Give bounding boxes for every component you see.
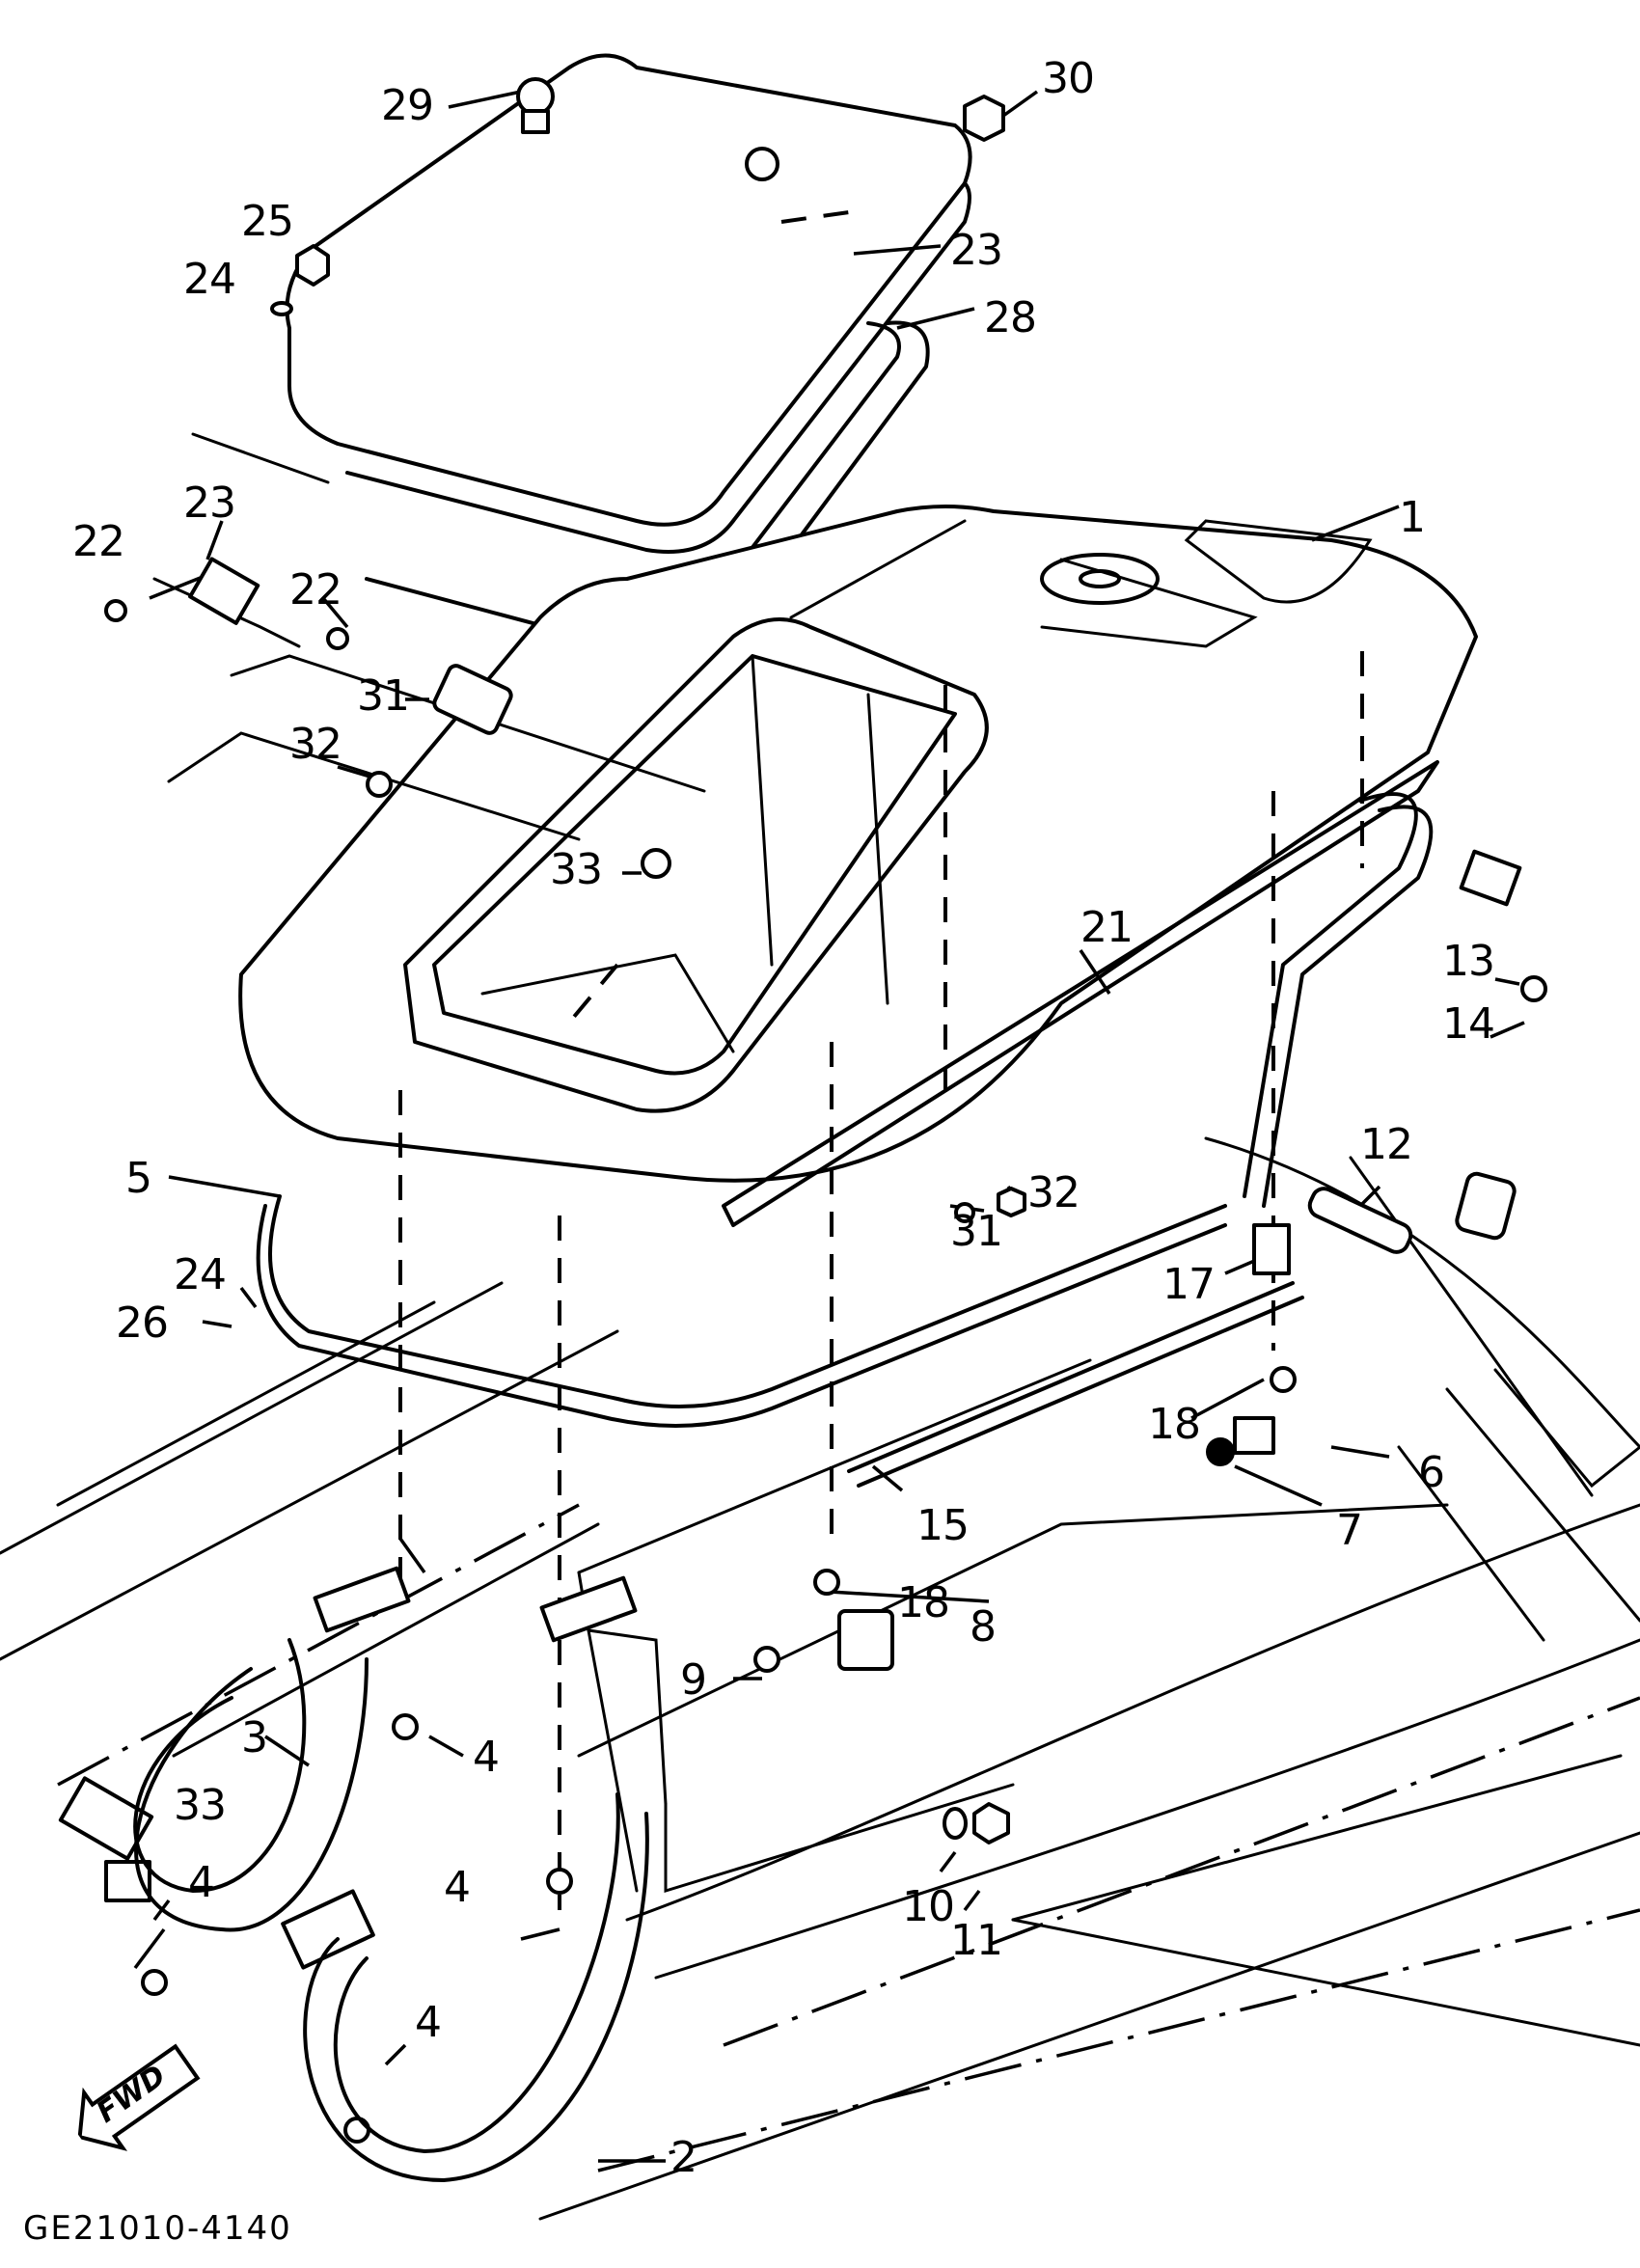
hatch-body-part-1 <box>238 505 1478 1183</box>
hull-outline <box>0 1136 1640 2221</box>
callout-1: 1 <box>1399 493 1426 542</box>
strap-part-15 <box>847 1281 1295 1473</box>
callout-30: 31 <box>950 1207 1003 1256</box>
callout-22-right: 22 <box>289 565 342 615</box>
callout-7: 7 <box>1336 1506 1363 1555</box>
callout-12: 12 <box>1360 1120 1413 1169</box>
callout-11: 11 <box>950 1916 1003 1965</box>
callout-18-right: 18 <box>1148 1400 1201 1449</box>
callout-17: 17 <box>1162 1260 1216 1309</box>
callout-33: 33 <box>174 1781 227 1830</box>
callout-4-a: 4 <box>473 1733 500 1782</box>
assembly-lines <box>152 210 1364 1910</box>
callout-2: 2 <box>670 2133 697 2182</box>
callout-4-c: 4 <box>444 1863 471 1912</box>
callout-25: 28 <box>984 293 1037 342</box>
handle-part-2 <box>333 1792 620 2153</box>
callout-4-b: 4 <box>188 1858 215 1907</box>
diagram-code: GE21010-4140 <box>23 2209 292 2248</box>
hardware-parts <box>58 77 1547 2144</box>
callout-9: 9 <box>680 1655 707 1705</box>
callout-19: 21 <box>1080 903 1134 952</box>
seal-strip-part-19 <box>722 760 1439 1227</box>
callout-3: 3 <box>241 1713 268 1762</box>
callout-29: 32 <box>289 720 342 769</box>
callout-8: 8 <box>970 1602 997 1652</box>
callout-14: 14 <box>1442 999 1495 1049</box>
callout-26: 29 <box>381 81 434 130</box>
callout-15: 15 <box>916 1501 970 1550</box>
callout-27: 30 <box>1042 54 1095 103</box>
callout-21: 23 <box>183 478 236 528</box>
hood-rim-part-5 <box>268 1194 1227 1408</box>
callout-13: 13 <box>1442 937 1495 986</box>
callout-22-left: 22 <box>72 517 125 566</box>
callout-18-center: 18 <box>897 1578 950 1627</box>
arrow-left-icon <box>77 2043 201 2151</box>
callout-24-bottom: 26 <box>116 1298 169 1348</box>
callout-23-top: 24 <box>183 255 236 304</box>
callout-24-top: 25 <box>241 197 294 246</box>
callout-20: 23 <box>950 226 1003 275</box>
callout-31: 32 <box>1027 1168 1080 1217</box>
callout-6: 6 <box>1418 1448 1445 1497</box>
callout-4-d: 4 <box>415 1998 442 2047</box>
forward-direction-arrow: FWD <box>55 2024 215 2172</box>
handle-part-3 <box>134 1657 369 1932</box>
callout-23-bottom: 24 <box>174 1250 227 1299</box>
engine-well <box>577 1358 1092 1894</box>
callout-28: 31 <box>357 671 410 721</box>
callout-32: 33 <box>550 845 603 894</box>
callout-10: 10 <box>902 1882 955 1931</box>
callout-5: 5 <box>125 1154 152 1203</box>
